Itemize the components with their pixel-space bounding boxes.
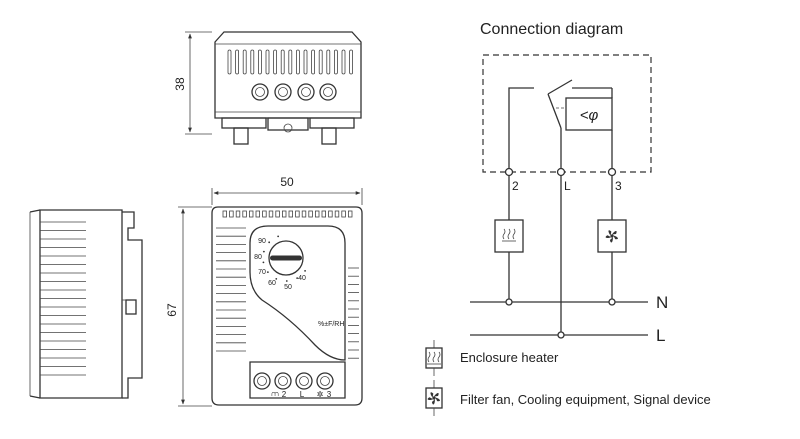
vent-slot xyxy=(235,49,240,75)
top-vent-slots xyxy=(227,49,354,75)
dial-tick xyxy=(262,250,265,253)
vent-slot xyxy=(341,49,346,75)
vent-slot xyxy=(250,49,255,75)
vent-slot xyxy=(326,49,331,75)
dial-tick xyxy=(304,269,306,272)
front-terminal-2: 2 xyxy=(282,390,287,399)
heater-load-box xyxy=(494,219,524,253)
vent-tooth xyxy=(255,210,260,218)
vent-tooth xyxy=(229,210,234,218)
vent-slot xyxy=(349,49,354,75)
vent-tooth xyxy=(308,210,313,218)
dim-38-label: 38 xyxy=(173,77,187,91)
dial-scale-label: 90 xyxy=(258,238,266,245)
vent-tooth xyxy=(242,210,247,218)
wiring-terminal-L: L xyxy=(564,179,571,193)
side-view xyxy=(29,209,143,399)
wiring-terminal-2: 2 xyxy=(512,179,519,193)
wiring-terminal-3: 3 xyxy=(615,179,622,193)
connection-title: Connection diagram xyxy=(480,21,623,38)
front-terminal-3: 3 xyxy=(327,390,332,399)
vent-tooth xyxy=(347,210,353,218)
dial-scale-label: 70 xyxy=(258,269,266,276)
front-vent-ribs xyxy=(216,227,359,359)
vent-tooth xyxy=(268,210,274,218)
vent-tooth xyxy=(301,210,307,218)
vent-tooth xyxy=(275,210,280,218)
legend-heater-text: Enclosure heater xyxy=(460,350,559,365)
vent-slot xyxy=(311,49,316,75)
vent-slot xyxy=(265,49,270,75)
vent-tooth xyxy=(314,210,320,218)
front-top-vents xyxy=(222,210,353,218)
dial-tick xyxy=(268,241,271,244)
vent-slot xyxy=(257,49,262,75)
line-N-label: N xyxy=(656,293,668,312)
vent-tooth xyxy=(341,210,346,218)
vent-slot xyxy=(242,49,247,75)
vent-tooth xyxy=(295,210,300,218)
legend-fan-text: Filter fan, Cooling equipment, Signal de… xyxy=(460,392,711,407)
vent-tooth xyxy=(262,210,267,218)
dial-scale-label: 50 xyxy=(284,284,292,291)
dim-67-label: 67 xyxy=(165,303,179,317)
dial-scale-label: 40 xyxy=(298,275,306,282)
line-L-label: L xyxy=(656,326,665,345)
dial-tick xyxy=(277,235,280,238)
top-view: 38 xyxy=(173,31,362,145)
vent-tooth xyxy=(328,210,333,218)
dial-tick xyxy=(285,280,288,282)
sensor-label: <φ xyxy=(580,107,599,124)
dial-tick xyxy=(296,277,299,280)
vent-slot xyxy=(295,49,300,75)
fan-load-box xyxy=(597,219,627,253)
vent-tooth xyxy=(281,210,287,218)
dial-tick xyxy=(262,261,265,264)
vent-tooth xyxy=(248,210,254,218)
dial-unit-label: %±F/RH xyxy=(318,321,344,328)
legend: Enclosure heater Filter fan, Cooling equ… xyxy=(425,340,711,416)
connection-diagram: Connection diagram <φ 2 L 3 xyxy=(470,21,668,345)
vent-slot xyxy=(303,49,308,75)
vent-tooth xyxy=(235,210,241,218)
vent-tooth xyxy=(334,210,340,218)
vent-slot xyxy=(333,49,338,75)
front-terminal-L: L xyxy=(300,390,305,399)
dial-tick xyxy=(275,277,278,280)
side-vent-slots xyxy=(40,221,86,376)
device-enclosure xyxy=(482,54,652,173)
vent-slot xyxy=(288,49,293,75)
dial-scale-label: 60 xyxy=(268,280,276,287)
front-fan-symbol: ✲ xyxy=(317,390,324,399)
vent-tooth xyxy=(288,210,293,218)
vent-slot xyxy=(318,49,323,75)
vent-tooth xyxy=(321,210,326,218)
dim-50-label: 50 xyxy=(280,175,294,189)
vent-slot xyxy=(227,49,232,75)
dial-tick xyxy=(266,271,269,274)
vent-tooth xyxy=(222,210,227,218)
vent-slot xyxy=(273,49,278,75)
dial-scale-label: 80 xyxy=(254,254,262,261)
hygrostat-sensor xyxy=(565,97,613,131)
vent-slot xyxy=(280,49,285,75)
front-heater-symbol: ⩋ xyxy=(271,391,278,398)
